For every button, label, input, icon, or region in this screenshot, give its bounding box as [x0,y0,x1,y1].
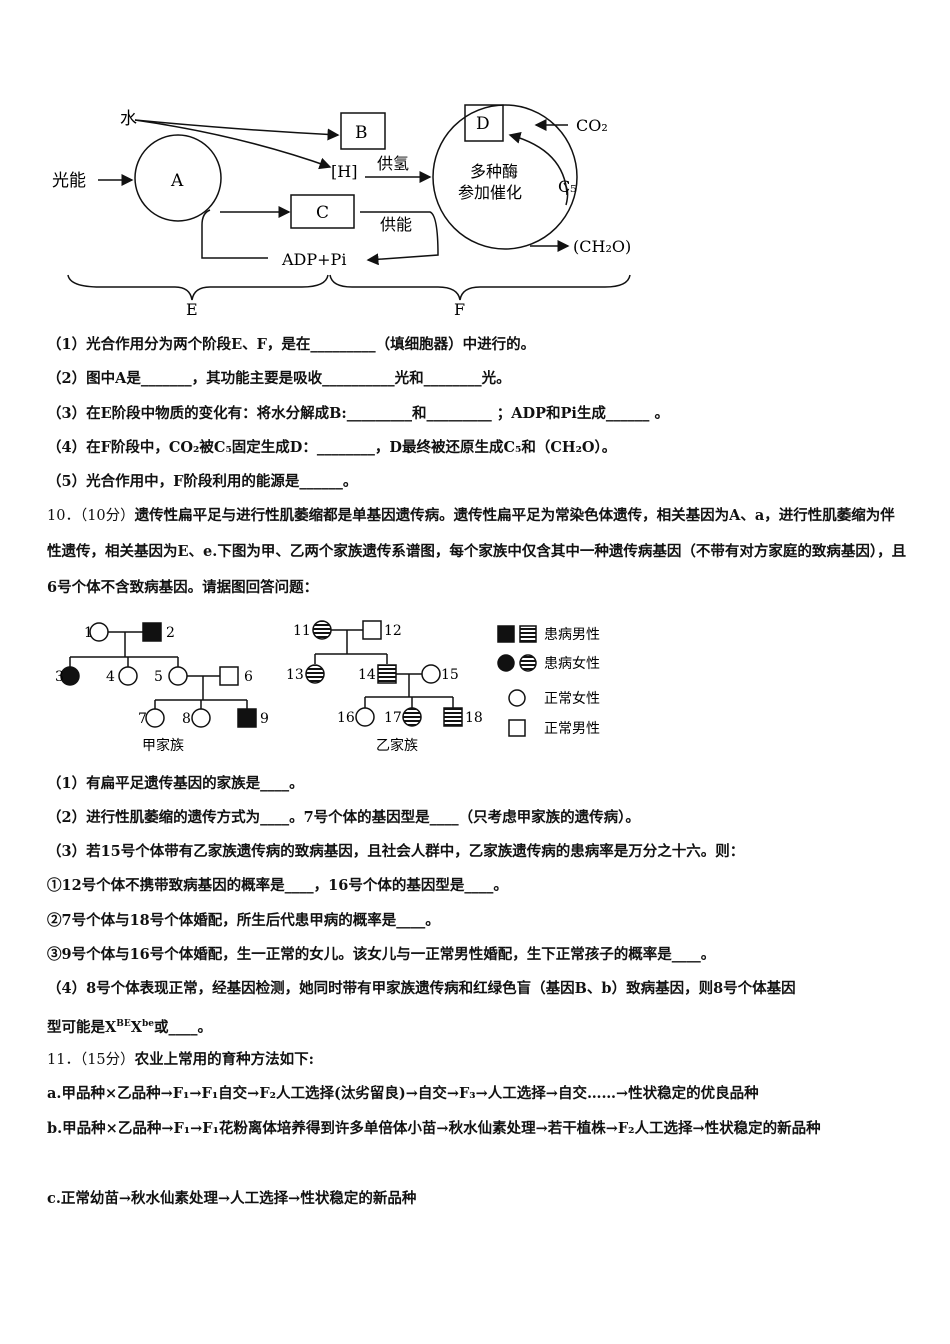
q10-item-3: （3）若15号个体带有乙家族遗传病的致病基因，且社会人群中，乙家族遗传病的患病率… [47,843,745,860]
pedigree-id-11: 11 [293,623,311,639]
family-jia-label: 甲家族 [142,737,184,754]
q10-item-3-3: ③9号个体与16号个体婚配，生一正常的女儿。该女儿与一正常男性婚配，生下正常孩子… [47,946,716,963]
enzymes-label: 多种酶 [470,162,518,181]
individual-9 [237,708,257,728]
pedigree-id-4: 4 [106,669,115,685]
pedigree-id-16: 16 [337,710,355,726]
legend-normal-female [508,689,526,707]
individual-13 [305,664,325,684]
adp-pi-label: ADP+Pi [281,250,346,269]
ch2o-label: (CH₂O) [573,237,631,256]
legend-normal-male [508,719,526,737]
stage-e-label: E [186,300,198,319]
q10-item-1: （1）有扁平足遗传基因的家族是____。 [47,775,304,792]
pedigree-id-6: 6 [244,669,253,685]
legend-normal-male-label: 正常男性 [544,721,600,737]
q11-method-b: b.甲品种×乙品种→F₁→F₁花粉离体培养得到许多单倍体小苗→秋水仙素处理→若干… [47,1120,821,1137]
q10-item-2: （2）进行性肌萎缩的遗传方式为____。7号个体的基因型是____（只考虑甲家族… [47,809,640,826]
legend-affected-female-striped [519,654,537,672]
q9-item-2: （2）图中A是_______，其功能主要是吸收__________光和_____… [47,370,511,387]
node-c: C [316,203,329,223]
q11-stem: 11．（15分）农业上常用的育种方法如下: [47,1050,314,1070]
stage-f-label: F [454,300,465,319]
individual-12 [362,620,382,640]
node-d: D [476,114,490,134]
individual-7 [145,708,165,728]
pedigree-charts: 1 2 3 4 5 6 7 8 9 11 12 13 14 15 16 17 1… [55,620,600,754]
pedigree-id-18: 18 [465,710,483,726]
q11-stem-text: 农业上常用的育种方法如下: [134,1051,315,1068]
family-yi-label: 乙家族 [376,737,418,754]
legend-affected-male-solid [497,625,515,643]
q10-item-4b-post: 或____。 [154,1018,213,1036]
q9-item-5: （5）光合作用中，F阶段利用的能源是______。 [47,473,358,490]
q10-item-4b-mid: X [130,1018,142,1036]
individual-6 [219,666,239,686]
individual-14 [377,664,397,684]
q10-item-4b: 型可能是XBEXbe或____。 [47,1014,212,1038]
light-energy-label: 光能 [52,171,86,191]
catalysis-label: 参加催化 [458,183,522,202]
q10-sup-be-lower: be [141,1019,155,1029]
q10-item-4a: （4）8号个体表现正常，经基因检测，她同时带有甲家族遗传病和红绿色盲（基因B、b… [47,980,796,997]
pedigree-id-8: 8 [182,711,191,727]
individual-17 [402,707,422,727]
pedigree-id-7: 7 [138,711,147,727]
individual-16 [355,707,375,727]
q9-item-1: （1）光合作用分为两个阶段E、F，是在_________（填细胞器）中进行的。 [47,336,536,353]
q10-item-3-1: ①12号个体不携带致病基因的概率是____，16号个体的基因型是____。 [47,877,508,894]
individual-11 [312,620,332,640]
individual-1 [89,622,109,642]
q11-method-a: a.甲品种×乙品种→F₁→F₁自交→F₂人工选择(汰劣留良)→自交→F₃→人工选… [47,1085,759,1102]
legend-affected-male-label: 患病男性 [544,627,600,643]
legend-affected-female-solid [497,654,515,672]
pedigree-id-2: 2 [166,625,175,641]
q10-item-3-2: ②7号个体与18号个体婚配，所生后代患甲病的概率是____。 [47,912,440,929]
pedigree-id-1: 1 [84,625,93,641]
q9-item-3: （3）在E阶段中物质的变化有：将水分解成B:_________和________… [47,405,669,422]
individual-18 [443,707,463,727]
q10-item-4b-pre: 型可能是X [47,1018,117,1036]
node-h: [H] [331,162,357,181]
q10-number: 10．（10分） [47,508,135,524]
pedigree-id-15: 15 [441,667,459,683]
individual-4 [118,666,138,686]
pedigree-id-17: 17 [384,710,402,726]
q10-stem: 10．（10分）遗传性扁平足与进行性肌萎缩都是单基因遗传病。遗传性扁平足为常染色… [47,498,907,606]
individual-3 [60,666,80,686]
pedigree-id-12: 12 [384,623,402,639]
individual-8 [191,708,211,728]
legend-normal-female-label: 正常女性 [544,690,600,707]
pedigree-id-5: 5 [154,669,163,685]
supply-hydrogen-label: 供氢 [377,154,409,173]
individual-2 [142,622,162,642]
co2-label: CO₂ [576,116,608,135]
node-a: A [170,171,184,191]
q10-stem-text: 遗传性扁平足与进行性肌萎缩都是单基因遗传病。遗传性扁平足为常染色体遗传，相关基因… [47,507,907,596]
pedigree-id-14: 14 [358,667,376,683]
photosynthesis-diagram: 水 光能 A B [H] 供氢 C 供能 ADP+Pi D CO₂ 多种酶 参加… [52,104,631,319]
pedigree-id-13: 13 [286,667,304,683]
legend-affected-male-striped [519,625,537,643]
node-b: B [355,123,368,143]
q11-number: 11．（15分） [47,1052,135,1068]
q10-sup-be-upper: BE [116,1019,131,1029]
q11-method-c: c.正常幼苗→秋水仙素处理→人工选择→性状稳定的新品种 [47,1190,417,1207]
pedigree-id-9: 9 [260,711,269,727]
legend-affected-female-label: 患病女性 [544,655,600,672]
water-label: 水 [120,109,137,129]
individual-5 [168,666,188,686]
individual-15 [421,664,441,684]
pedigree-id-3: 3 [55,669,64,685]
supply-energy-label: 供能 [380,215,412,234]
q9-item-4: （4）在F阶段中，CO₂被C₅固定生成D：________，D最终被还原生成C₅… [47,439,617,456]
c5-label: C₅ [558,177,577,196]
